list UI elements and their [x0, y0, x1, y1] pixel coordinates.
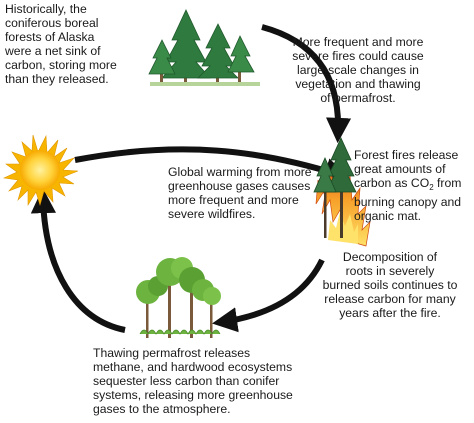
decomp-line-5: years after the fire.	[339, 306, 441, 320]
boreal-line-3: forests of Alaska	[5, 30, 95, 44]
release-line-3: carbon as CO2 from	[354, 176, 474, 195]
co2-subscript: 2	[429, 183, 434, 192]
sun-icon	[2, 134, 79, 207]
warming-line-4: severe wildfires.	[168, 207, 256, 221]
boreal-line-2: coniferous boreal	[5, 16, 99, 30]
release-line-3-tail: from	[433, 176, 462, 190]
fire-carbon-release-text: Forest fires release great amounts of ca…	[354, 148, 474, 223]
thaw-line-3: sequester less carbon than conifer	[93, 374, 280, 388]
thaw-line-4: systems, releasing more greenhouse	[93, 388, 293, 402]
arrow-sun-to-fire	[74, 146, 350, 183]
decomp-line-2: roots in severely	[345, 264, 435, 278]
boreal-line-4: were a net sink of	[5, 44, 101, 58]
boreal-line-5: carbon, storing more	[5, 58, 117, 72]
release-line-2: great amounts of	[354, 162, 446, 176]
release-line-5: organic mat.	[354, 209, 422, 223]
warming-line-1: Global warming from more	[168, 165, 312, 179]
warming-line-3: more frequent and more	[168, 193, 299, 207]
thaw-line-1: Thawing permafrost releases	[93, 346, 251, 360]
arrow-fire-to-decomposition	[212, 258, 325, 333]
fires-line-3: large-scale changes in	[297, 63, 419, 77]
arrow-forest-to-fire	[261, 24, 352, 144]
release-line-3-text: carbon as CO	[354, 176, 430, 190]
thaw-line-5: gases to the atmosphere.	[93, 402, 231, 416]
hardwood-forest-icon	[136, 257, 221, 338]
fires-line-2: severe fires could cause	[292, 49, 424, 63]
warming-line-2: greenhouse gases causes	[168, 179, 311, 193]
arrow-thaw-to-sun	[30, 187, 126, 333]
boreal-line-1: Historically, the	[5, 2, 87, 16]
global-warming-text: Global warming from more greenhouse gase…	[168, 165, 312, 221]
boreal-forest-sink-text: Historically, the coniferous boreal fore…	[5, 2, 117, 86]
burning-forest-icon	[313, 137, 371, 247]
conifer-forest-icon	[148, 9, 260, 86]
frequent-fires-text: More frequent and more severe fires coul…	[258, 35, 458, 105]
boreal-line-6: than they released.	[5, 72, 109, 86]
root-decomposition-text: Decomposition of roots in severely burne…	[310, 250, 470, 320]
fires-line-4: vegetation and thawing	[295, 77, 421, 91]
thaw-line-2: methane, and hardwood ecosystems	[93, 360, 293, 374]
permafrost-thaw-text: Thawing permafrost releases methane, and…	[93, 346, 293, 416]
decomp-line-4: release carbon for many	[324, 292, 456, 306]
fires-line-1: More frequent and more	[292, 35, 424, 49]
release-line-4: burning canopy and	[354, 195, 462, 209]
fires-line-5: of permafrost.	[320, 91, 396, 105]
decomp-line-3: burned soils continues to	[322, 278, 458, 292]
decomp-line-1: Decomposition of	[342, 250, 438, 264]
release-line-1: Forest fires release	[354, 148, 459, 162]
